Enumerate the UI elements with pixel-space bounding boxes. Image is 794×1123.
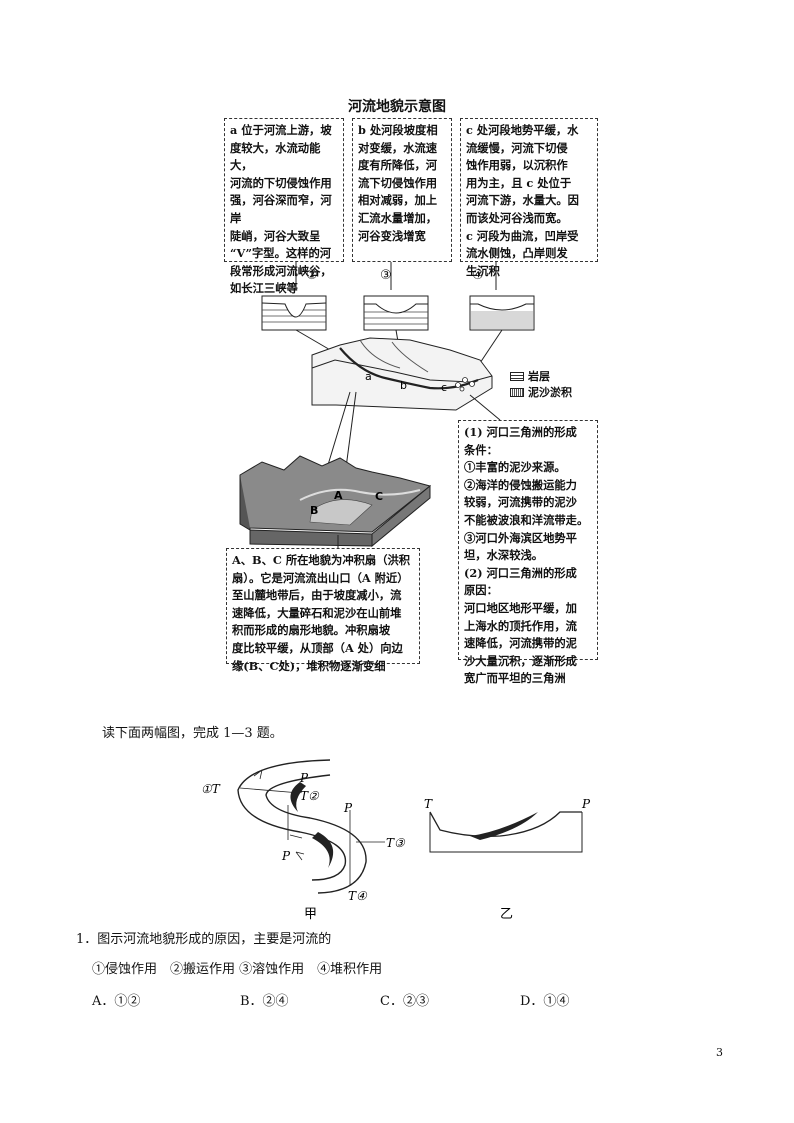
legend-silt-label: 泥沙淤积 <box>528 386 572 399</box>
river-block-diagram <box>311 337 493 411</box>
box-alluvial-fan: A、B、C 所在地貌为冲积扇（洪积 扇）。它是河流流出山口（A 附近） 至山麓地… <box>226 548 420 673</box>
meander-cross-section <box>429 811 583 853</box>
option-b[interactable]: B．②④ <box>240 994 289 1009</box>
box-delta: (1) 河口三角洲的形成 条件： ①丰富的泥沙来源。 ②海洋的侵蚀搬运能力 较弱… <box>458 420 598 685</box>
intro-text: 读下面两幅图，完成 1—3 题。 <box>102 726 283 741</box>
legend-rock: 岩层 <box>510 368 550 384</box>
label-t3: T③ <box>386 836 406 850</box>
cross-section-v-valley <box>261 295 327 331</box>
label-t4: T④ <box>348 889 368 903</box>
label-B: B <box>310 504 318 517</box>
label-c: c <box>441 381 447 394</box>
silt-swatch-icon <box>510 387 524 397</box>
meander-plan-view <box>237 759 367 894</box>
label-a: a <box>365 370 372 383</box>
label-p1: P <box>299 771 309 785</box>
box-middle-reach: b 处河段坡度相 对变缓，水流速 度有所降低，河 流下切侵蚀作用 相对减弱，加上… <box>352 118 452 262</box>
box-lower-reach: c 处河段地势平缓，水 流缓慢，河流下切侵 蚀作用弱，以沉积作 用为主，且 c … <box>460 118 598 278</box>
question-stem: 1．图示河流地貌形成的原因，主要是河流的 <box>76 932 332 947</box>
diagram-title: 河流地貌示意图 <box>348 99 446 115</box>
label-p-mid: P <box>343 801 353 815</box>
circled-number-4: ④ <box>472 268 484 283</box>
question-items: ①侵蚀作用 ②搬运作用 ③溶蚀作用 ④堆积作用 <box>92 962 383 977</box>
label-p2: P <box>281 849 291 863</box>
legend-silt: 泥沙淤积 <box>510 384 572 400</box>
page-number: 3 <box>716 1046 723 1059</box>
label-C: C <box>375 490 383 503</box>
label-t1: ①T <box>201 782 221 796</box>
label-A: A <box>334 489 343 502</box>
river-landform-diagram: a b c A B C <box>239 262 535 548</box>
rock-swatch-icon <box>510 371 524 381</box>
option-c[interactable]: C．②③ <box>380 994 429 1009</box>
caption-yi: 乙 <box>500 907 513 922</box>
label-p-right: P <box>581 797 591 811</box>
caption-jia: 甲 <box>304 907 317 922</box>
label-t-right: T <box>424 797 433 811</box>
box-upper-reach: a 位于河流上游，坡 度较大，水流动能大， 河流的下切侵蚀作用 强，河谷深而窄，… <box>224 118 344 295</box>
legend-rock-label: 岩层 <box>528 370 550 383</box>
circled-number-2: ② <box>306 268 318 283</box>
circled-number-3: ③ <box>380 268 392 283</box>
option-a[interactable]: A．①② <box>92 994 141 1009</box>
point-bar-deposits <box>290 782 334 868</box>
option-d[interactable]: D．①④ <box>520 994 570 1009</box>
label-b: b <box>400 379 407 392</box>
label-t2: T② <box>300 789 320 803</box>
alluvial-fan-block <box>239 455 432 548</box>
cross-section-silted-valley <box>469 295 535 331</box>
